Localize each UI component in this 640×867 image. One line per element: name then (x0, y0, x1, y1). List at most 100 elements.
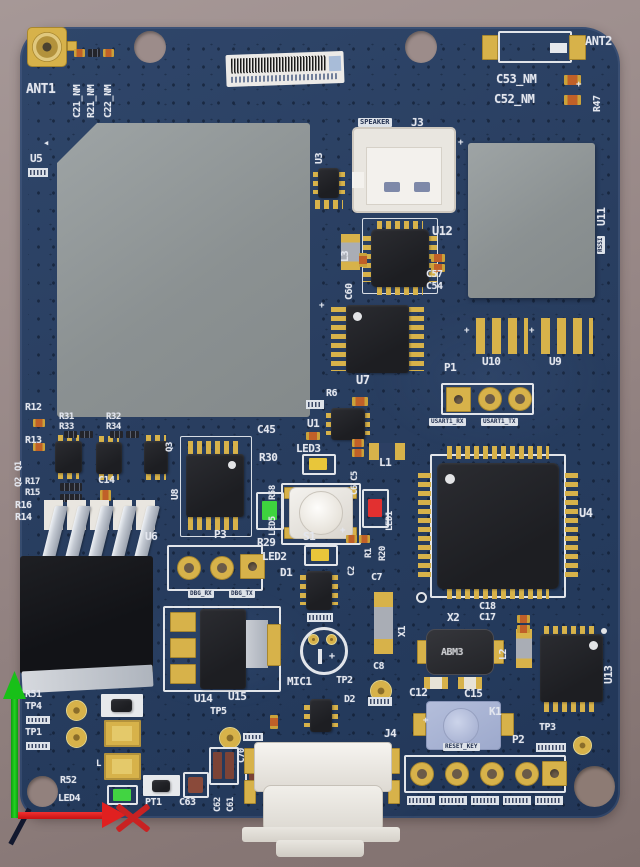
smd-cap (33, 443, 45, 451)
p1-pin-label: USART1_TX (481, 418, 518, 426)
silk-mark: + (464, 326, 469, 336)
small-tag (26, 742, 50, 750)
u1-pads (326, 413, 332, 435)
c15-cap (458, 677, 482, 689)
u3-body (318, 168, 339, 198)
pin1-dot (353, 312, 362, 321)
u8-pads (188, 517, 242, 530)
led5-chip (262, 501, 277, 520)
refdes-u15: U15 (228, 690, 247, 703)
refdes-r14: R14 (15, 512, 32, 523)
x1-crystal (374, 592, 393, 654)
refdes-j3: J3 (411, 116, 424, 129)
refdes-c21: C21_NM (72, 84, 83, 118)
ant1-stub (67, 41, 77, 51)
p1-pin-label: USART1_RX (429, 418, 466, 426)
chip-body (111, 699, 132, 712)
silk-mark: + (319, 301, 324, 311)
u8-courtyard (180, 436, 252, 537)
led4-outline (107, 785, 138, 805)
refdes-u4: U4 (579, 506, 593, 520)
u13-pads (544, 700, 598, 712)
refdes-led1: LED1 (385, 511, 395, 531)
u3-pads (339, 172, 345, 194)
tp4-pad (66, 700, 87, 721)
refdes-r30: R30 (259, 451, 278, 464)
smd-cap (352, 439, 364, 447)
u12-pads (363, 236, 373, 282)
refdes-q1: Q1 (14, 461, 24, 471)
refdes-r6: R6 (326, 388, 338, 399)
u14-pad (170, 638, 196, 658)
led2-chip (311, 549, 329, 561)
refdes-c57: C57 (426, 269, 443, 280)
refdes-u14: U14 (194, 692, 213, 705)
refdes-x1: X1 (397, 625, 408, 637)
q1-pads (58, 435, 79, 442)
u14-pad (170, 664, 196, 684)
silk-mark: + (329, 651, 335, 662)
small-tag (368, 697, 392, 706)
refdes-q2: Q2 (14, 477, 24, 487)
u7-pads (409, 307, 424, 371)
refdes-r52: R52 (60, 775, 77, 786)
small-tag (307, 613, 333, 622)
q3-pads (146, 473, 166, 480)
small-tag (471, 796, 499, 805)
k1-button (443, 708, 479, 744)
u6-body (20, 556, 153, 674)
q3-transistor (144, 441, 168, 474)
refdes-r1: R1 (364, 548, 374, 558)
q3-pads (146, 435, 166, 442)
small-tag (439, 796, 467, 805)
refdes-led5: LED5 (268, 516, 278, 536)
silk-mark: + (458, 138, 463, 148)
pin1-ring (416, 592, 427, 603)
l2-inductor (516, 629, 532, 668)
c14-cap (100, 490, 111, 501)
speaker-label: SPEAKER (358, 118, 392, 127)
refdes-d2: D2 (344, 694, 356, 705)
p1-outline (441, 383, 534, 415)
p2-pad (410, 762, 434, 786)
r6-resistor (352, 397, 368, 406)
small-tag (28, 168, 48, 177)
refdes-u5: U5 (30, 152, 43, 165)
refdes-led2: LED2 (262, 550, 287, 563)
k1-pad (413, 713, 426, 736)
p2-pad (445, 762, 469, 786)
x-axis-shaft (18, 812, 104, 819)
cap-body (213, 752, 222, 779)
small-tag (306, 400, 324, 409)
j4-pad (244, 780, 256, 804)
gold-pads (315, 200, 343, 209)
refdes-r16: R16 (15, 500, 32, 511)
refdes-tp3: TP3 (539, 722, 556, 733)
smd-cap (306, 432, 320, 440)
p3-pad-hole (248, 562, 257, 571)
refdes-u6: U6 (145, 530, 158, 543)
u11-module (468, 143, 595, 298)
mic1-pad (308, 634, 319, 645)
smd-cap (359, 535, 370, 543)
refdes-u8: U8 (170, 488, 181, 500)
mic1-pad (326, 634, 337, 645)
d1-pads (300, 575, 307, 605)
refdes-s1: S1 (303, 530, 316, 543)
refdes-c63: C63 (179, 797, 196, 808)
q2-pads (99, 473, 119, 480)
u3-pads (313, 172, 319, 194)
u15-tab (246, 620, 268, 668)
led5-outline (256, 492, 284, 530)
silk-mark: + (576, 80, 581, 90)
u8-pads (188, 441, 242, 454)
d1-pads (331, 575, 338, 605)
led4-chip (113, 789, 131, 801)
smd-cap (431, 254, 445, 262)
u4-pads (447, 586, 549, 599)
tp1-pad (66, 727, 87, 748)
usb-connector-shell (254, 742, 392, 792)
refdes-r33: R33 (59, 422, 74, 432)
refdes-mic1: MIC1 (287, 675, 312, 688)
